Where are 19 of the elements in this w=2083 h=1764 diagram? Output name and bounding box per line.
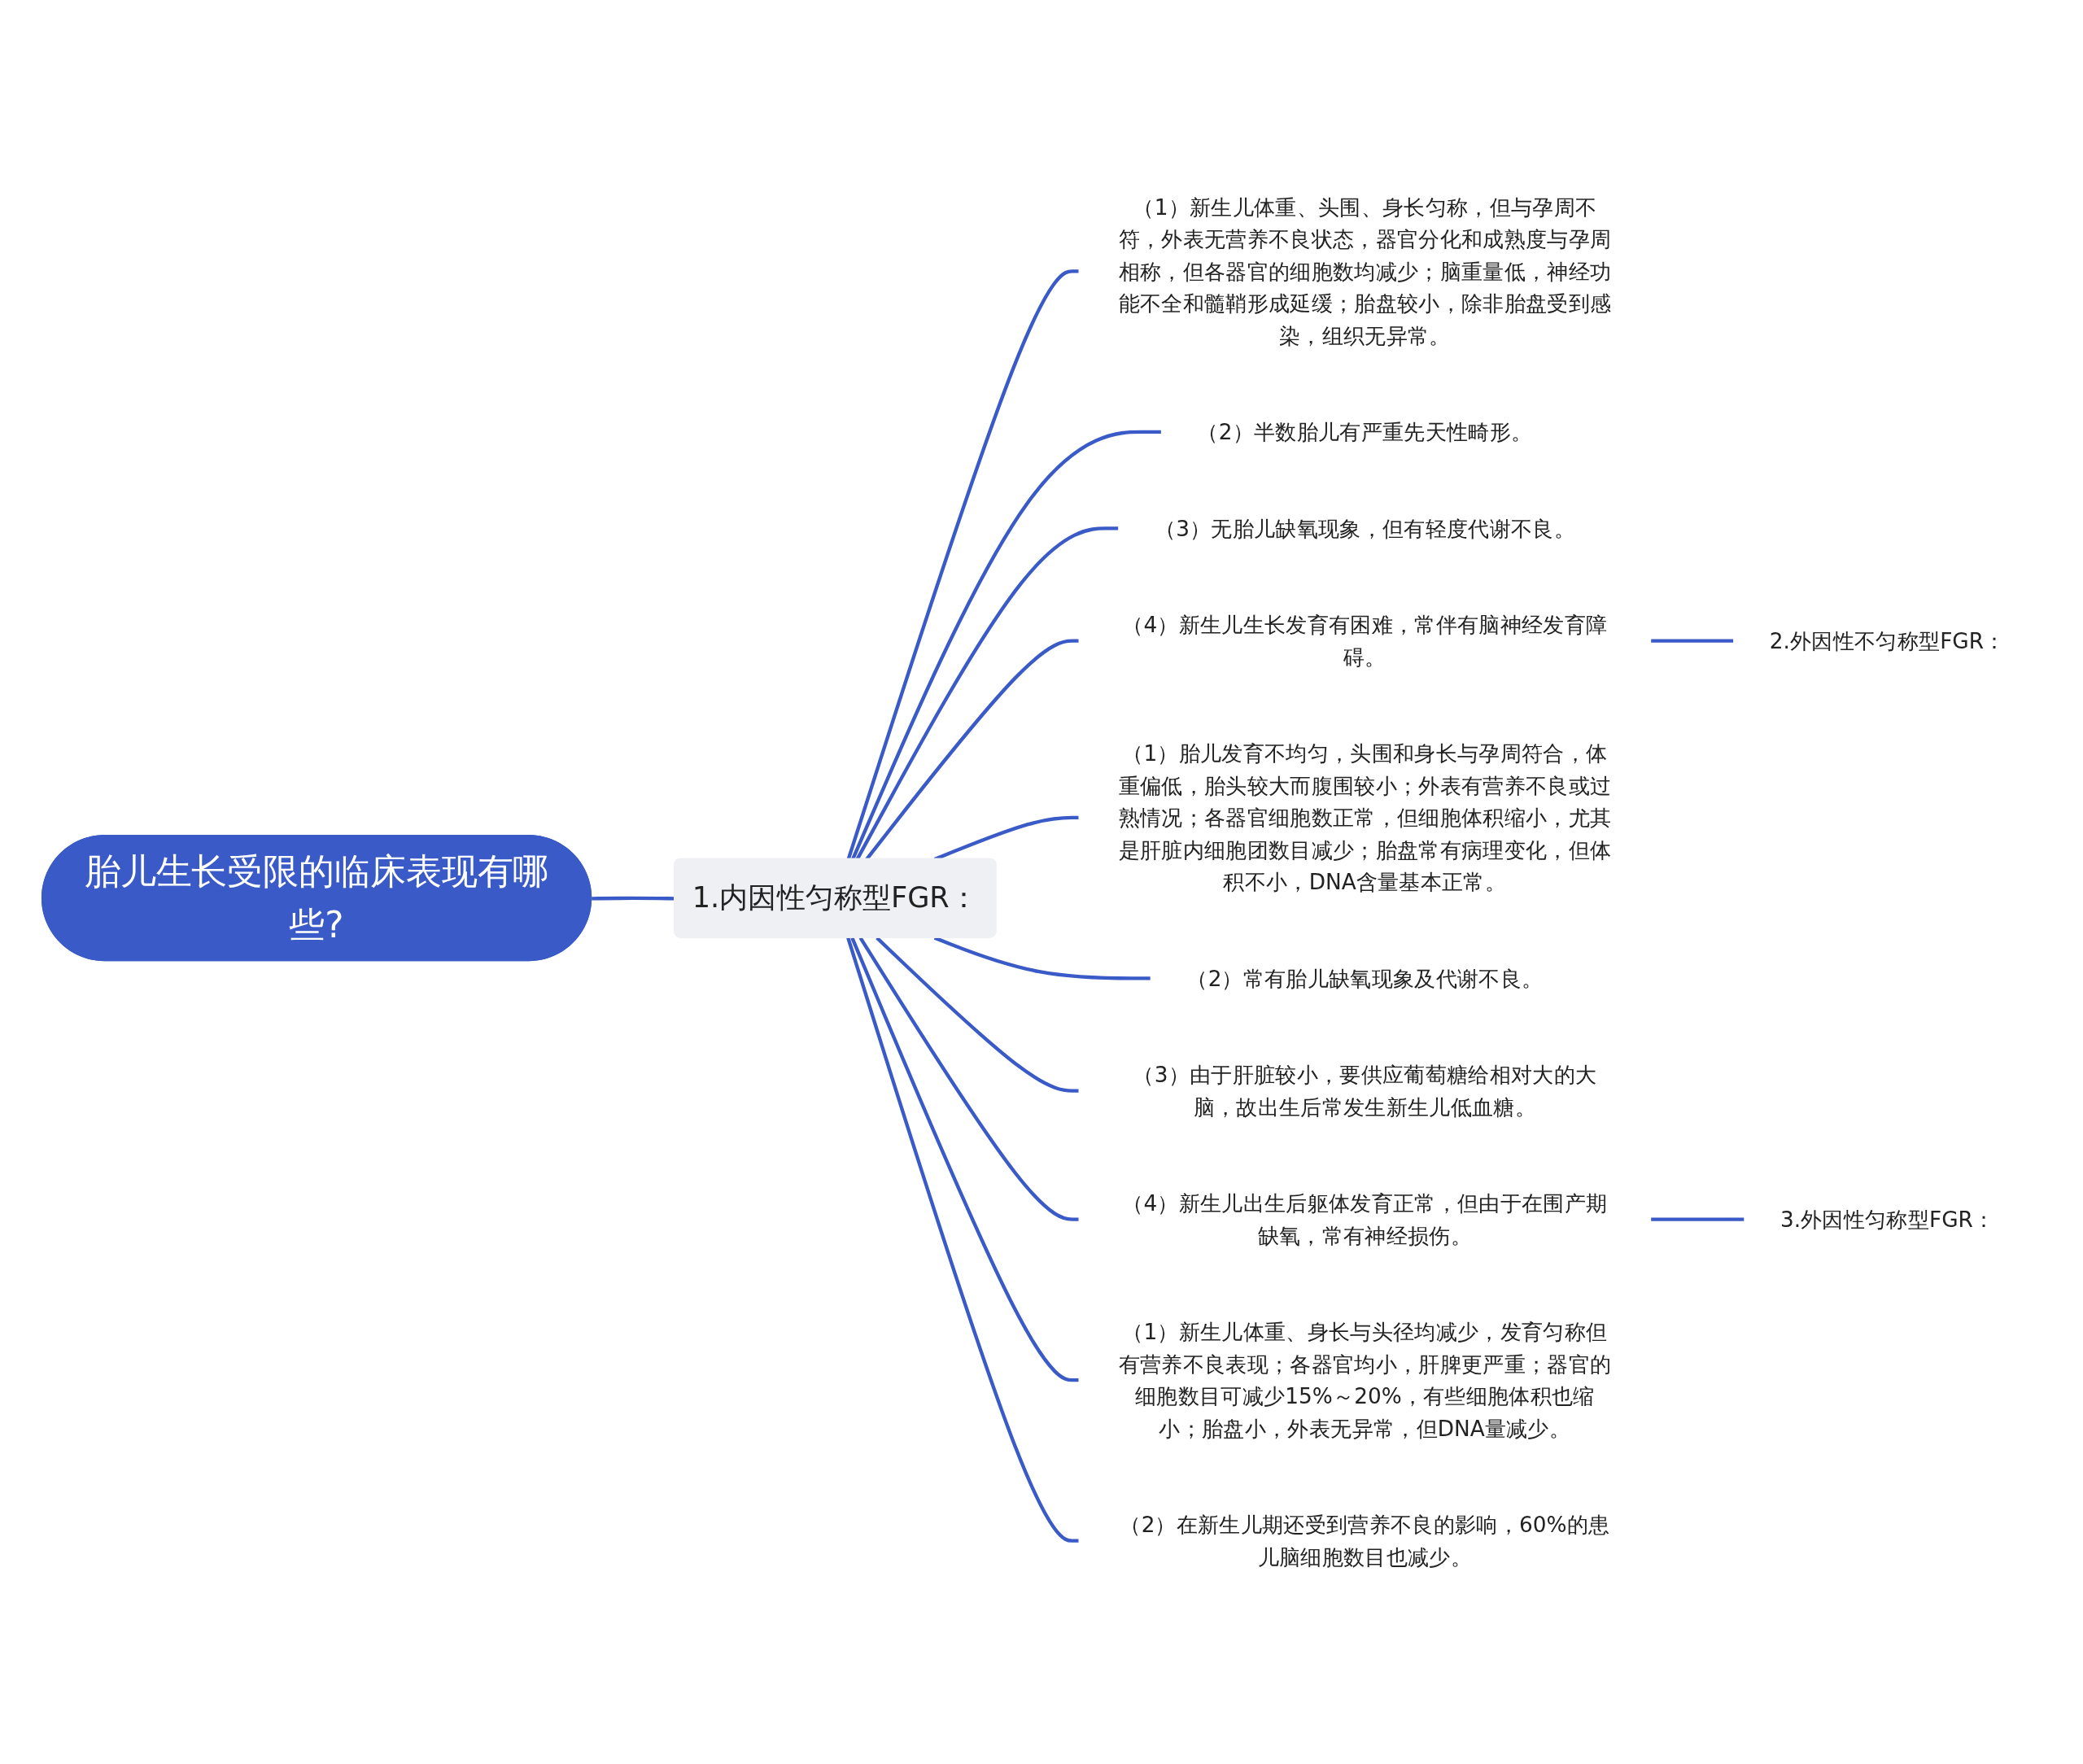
node-text: 2.外因性不匀称型FGR： xyxy=(1769,628,2006,654)
node-text: （2）半数胎儿有严重先天性畸形。 xyxy=(1197,419,1533,445)
node-text: （4）新生儿生长发育有困难，常伴有脑神经发育障碍。 xyxy=(1122,612,1608,670)
node-text: 3.外因性匀称型FGR： xyxy=(1780,1207,1995,1233)
node-text: （1）胎儿发育不均匀，头围和身长与孕周符合，体重偏低，胎头较大而腹围较小；外表有营养不良或过熟情况；各器官细胞数正常，但细胞体积缩小，尤其是肝脏内细胞团数目减少；胎盘常有病理变化，但体积不小，DNA含量基本正常。 xyxy=(1118,740,1612,895)
node-text: （1）新生儿体重、头围、身长匀称，但与孕周不符，外表无营养不良状态，器官分化和成熟度与孕周相称，但各器官的细胞数均减少；脑重量低，神经功能不全和髓鞘形成延缓；胎盘较小，除非胎盘受到感染，组织无异常。 xyxy=(1118,194,1612,348)
connector xyxy=(850,937,1080,1382)
node-text: （4）新生儿出生后躯体发育正常，但由于在围产期缺氧，常有神经损伤。 xyxy=(1122,1190,1608,1248)
connector xyxy=(846,269,1080,860)
connector xyxy=(858,937,1080,1221)
node-text: （2）在新生儿期还受到营养不良的影响，60%的患儿脑细胞数目也减少。 xyxy=(1120,1512,1610,1570)
node-text: （3）无胎儿缺氧现象，但有轻度代谢不良。 xyxy=(1154,516,1575,541)
connector xyxy=(876,937,1080,1093)
connector xyxy=(1650,639,1734,643)
node-text: （2）常有胎儿缺氧现象及代谢不良。 xyxy=(1186,966,1544,991)
node-text: （1）新生儿体重、身长与头径均减少，发育匀称但有营养不良表现；各器官均小，肝脾更严重；器官的细胞数目可减少15%～20%，有些细胞体积也缩小；胎盘小，外表无异常，但DNA量减少。 xyxy=(1118,1319,1612,1441)
connector xyxy=(1650,1217,1745,1221)
node-text: （3）由于肝脏较小，要供应葡萄糖给相对大的大脑，故出生后常发生新生儿低血糖。 xyxy=(1133,1062,1597,1120)
connector xyxy=(846,937,1080,1543)
